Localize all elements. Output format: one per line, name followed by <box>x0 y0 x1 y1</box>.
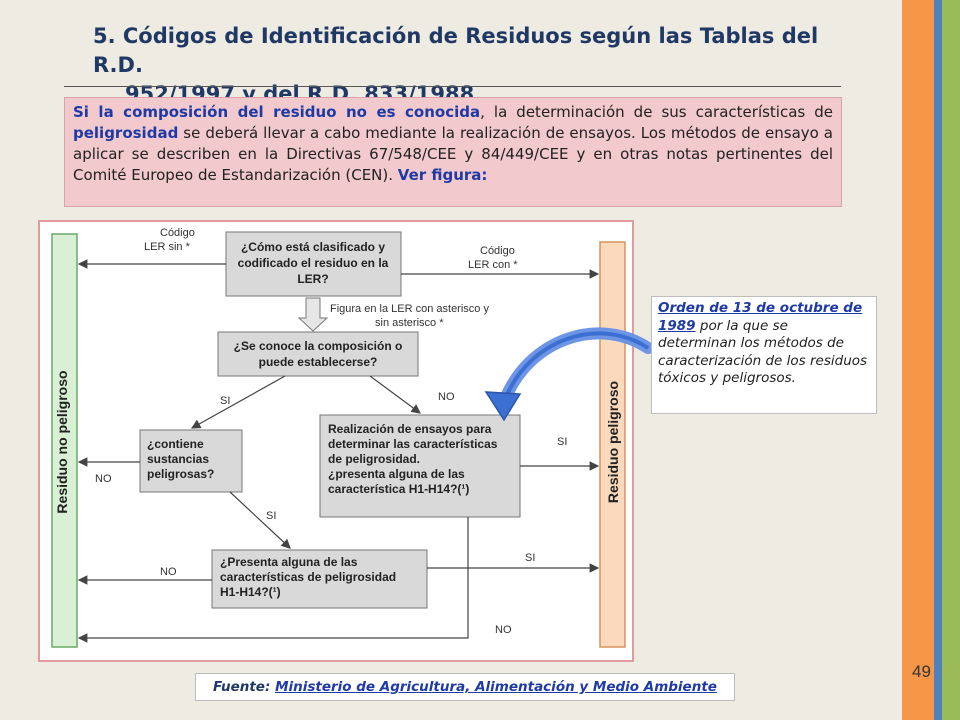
intro-text-2: se deberá llevar a cabo mediante la real… <box>73 124 833 184</box>
figure-in-ler-arrow <box>297 297 329 332</box>
label-tests-no: NO <box>495 624 512 636</box>
label-ler-with-2: LER con * <box>468 259 518 271</box>
label-ler-without-2: LER sin * <box>144 241 191 253</box>
intro-paragraph: Si la composición del residuo no es cono… <box>64 97 842 207</box>
hazardous-label: Residuo peligroso <box>605 381 621 503</box>
callout-arrow <box>484 327 654 422</box>
box-presents-line-2: características de peligrosidad <box>220 570 396 584</box>
flowchart-diagram: Residuo no peligroso Residuo peligroso ¿… <box>38 220 634 662</box>
source-footer: Fuente: Ministerio de Agricultura, Alime… <box>195 673 735 701</box>
box-tests-line-5: característica H1-H14?(¹) <box>328 482 469 496</box>
box-composition-line-1: ¿Se conoce la composición o <box>234 339 403 353</box>
ministry-link[interactable]: Ministerio de Agricultura, Alimentación … <box>275 679 717 695</box>
label-ler-without-1: Código <box>160 227 195 239</box>
box-substances-line-2: sustancias <box>147 452 209 466</box>
box-tests-line-1: Realización de ensayos para <box>328 422 492 436</box>
slide-title-line-1: 5. Códigos de Identificación de Residuos… <box>93 24 819 77</box>
arrow-composition-yes <box>190 375 286 429</box>
title-divider <box>64 86 841 87</box>
arrow-substances-yes <box>229 491 291 549</box>
green-side-bar <box>942 0 960 720</box>
label-composition-yes: SI <box>220 395 230 407</box>
intro-bold-2: peligrosidad <box>73 124 179 142</box>
arrow-tests-no <box>77 517 469 643</box>
label-composition-no: NO <box>438 391 455 403</box>
label-substances-yes: SI <box>266 510 276 522</box>
box-composition <box>217 331 419 377</box>
box-classified-line-3: LER? <box>297 272 328 286</box>
see-figure-link[interactable]: Ver figura: <box>397 166 488 184</box>
source-label: Fuente: <box>213 679 276 695</box>
box-classified-line-2: codificado el residuo en la <box>238 256 389 270</box>
box-tests-line-2: determinar las características <box>328 437 498 451</box>
box-presents <box>211 549 428 609</box>
label-substances-no: NO <box>95 473 112 485</box>
non-hazardous-column <box>51 233 78 648</box>
page-number: 49 <box>912 662 931 681</box>
label-ler-with-1: Código <box>480 245 515 257</box>
orange-side-bar <box>902 0 934 720</box>
flowchart-svg: Residuo no peligroso Residuo peligroso ¿… <box>51 227 626 648</box>
side-note: Orden de 13 de octubre de 1989 por la qu… <box>651 296 877 414</box>
box-tests-line-4: ¿presenta alguna de las <box>328 467 465 481</box>
side-note-text: por la que se determinan los métodos de … <box>658 317 868 387</box>
slide-title: 5. Códigos de Identificación de Residuos… <box>93 22 873 109</box>
box-classified-line-1: ¿Cómo está clasificado y <box>241 240 385 254</box>
box-presents-line-1: ¿Presenta alguna de las <box>220 555 358 569</box>
box-substances <box>139 429 243 493</box>
box-tests-line-3: de peligrosidad. <box>328 452 420 466</box>
blue-side-bar <box>934 0 942 720</box>
arrow-composition-no <box>369 375 421 414</box>
label-figure-1: Figura en la LER con asterisco y <box>330 303 489 315</box>
label-presents-yes: SI <box>525 552 535 564</box>
intro-text-1: , la determinación de sus característica… <box>480 103 834 121</box>
non-hazardous-label: Residuo no peligroso <box>54 370 70 513</box>
box-classified <box>225 231 402 297</box>
hazardous-column <box>599 241 626 648</box>
box-substances-line-3: peligrosas? <box>147 467 214 481</box>
box-composition-line-2: puede establecerse? <box>259 355 378 369</box>
label-presents-no: NO <box>160 566 177 578</box>
order-1989-link[interactable]: Orden de 13 de octubre de 1989 <box>658 300 863 334</box>
box-presents-line-3: H1-H14?(¹) <box>220 585 281 599</box>
intro-bold-1: Si la composición del residuo no es cono… <box>73 103 481 121</box>
label-figure-2: sin asterisco * <box>375 317 444 329</box>
box-substances-line-1: ¿contiene <box>147 437 204 451</box>
label-tests-yes: SI <box>557 436 567 448</box>
box-tests <box>319 414 521 518</box>
